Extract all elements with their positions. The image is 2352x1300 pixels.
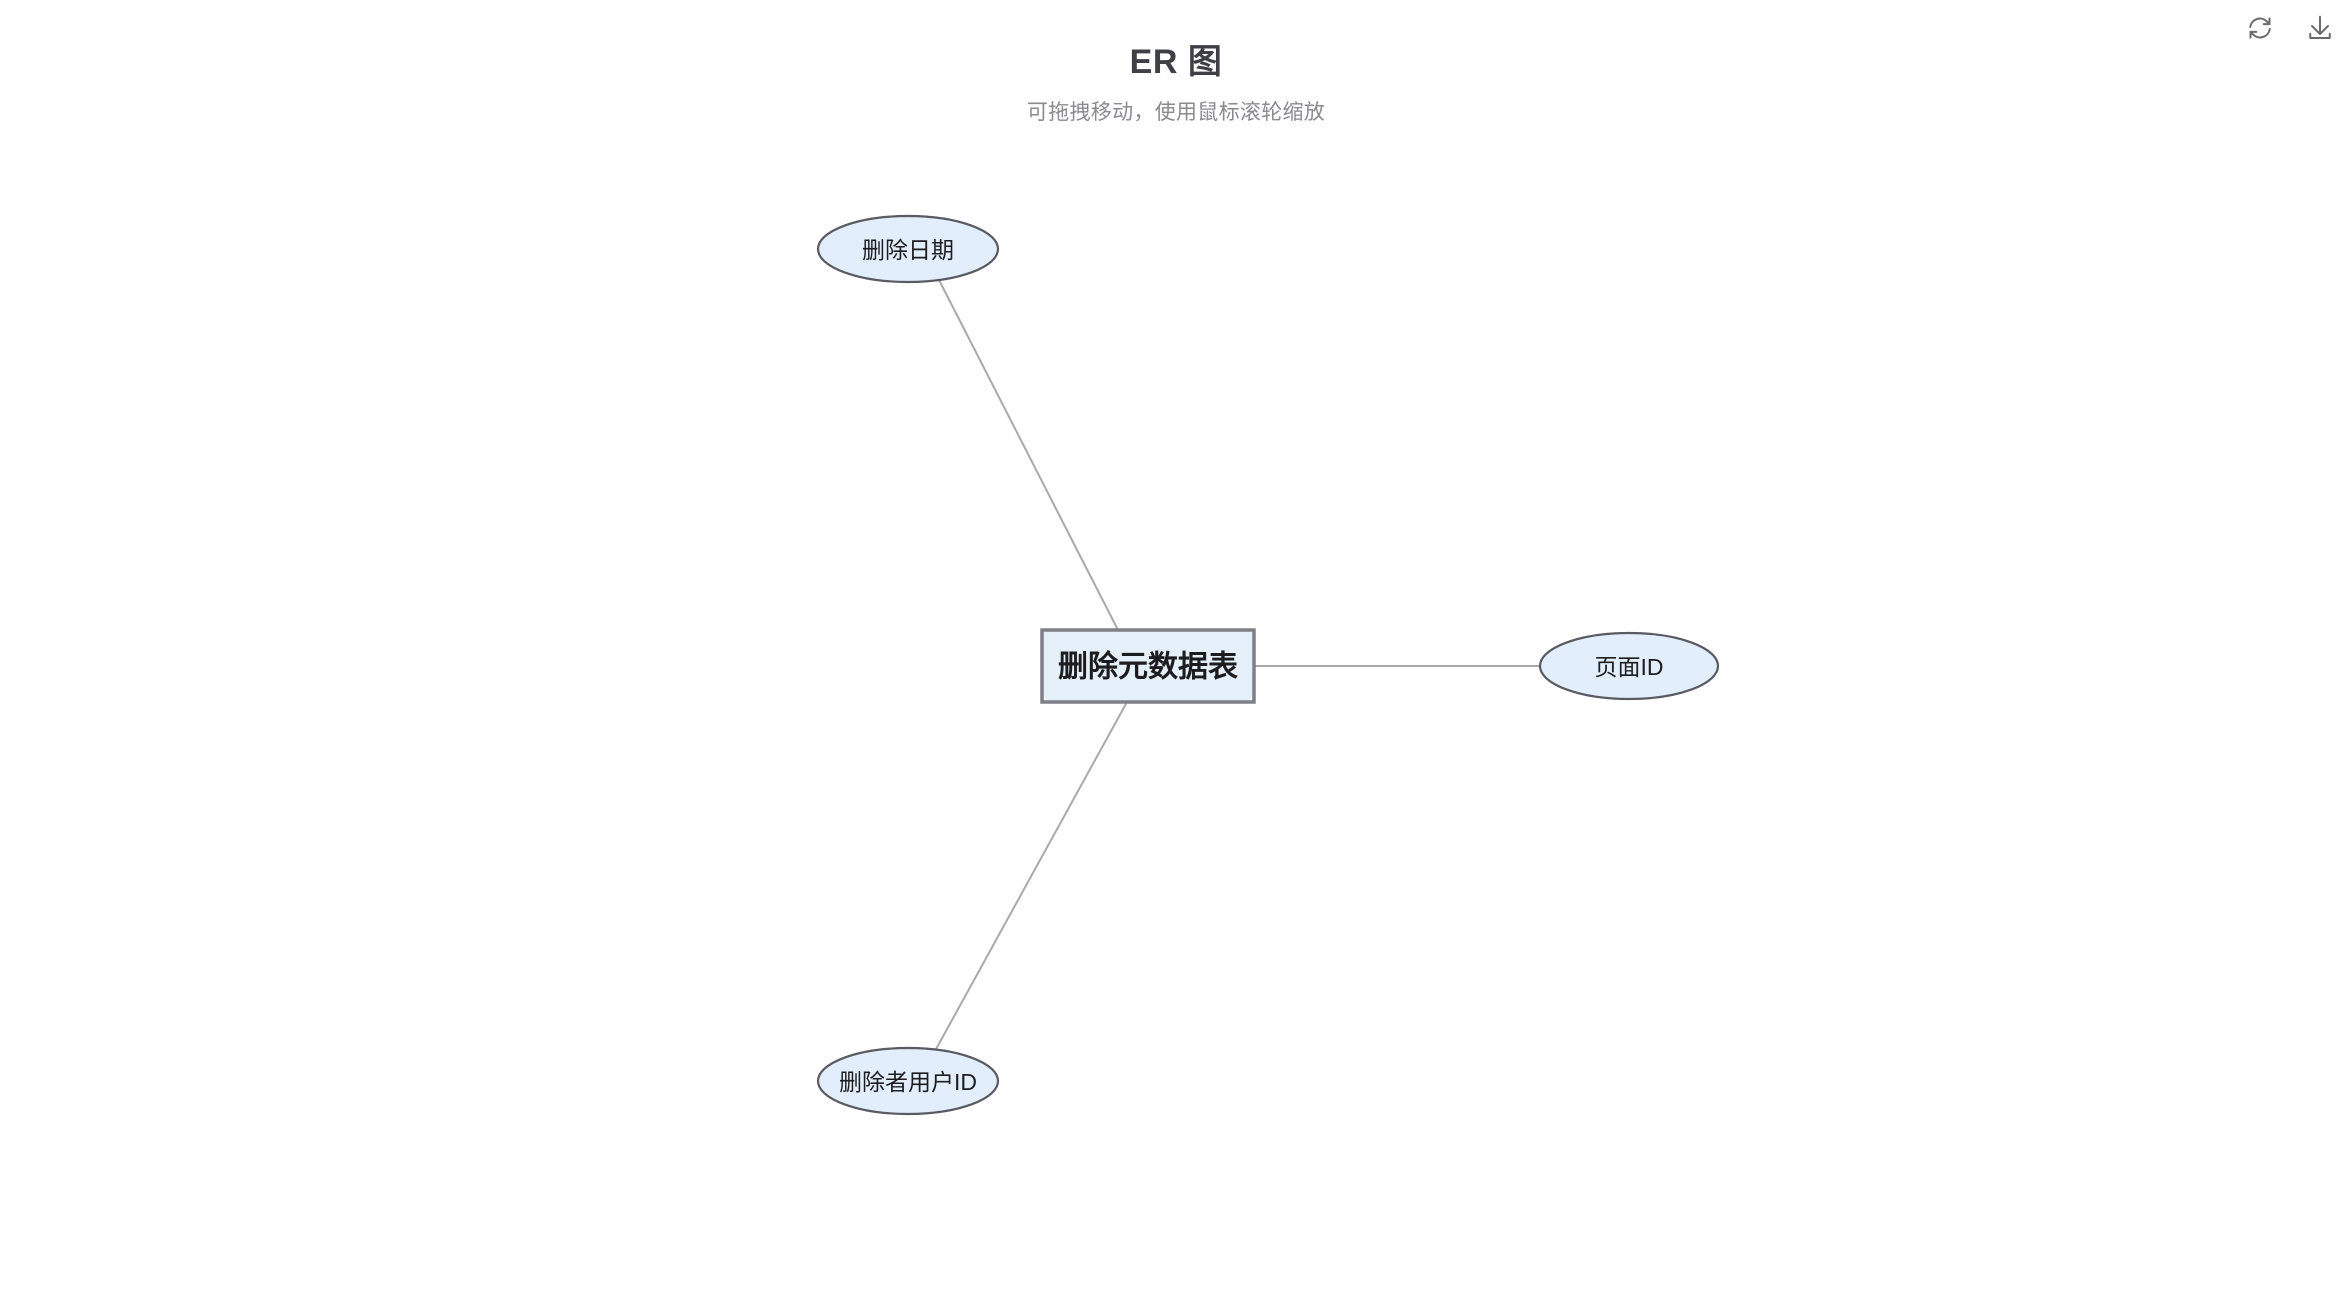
entity-node-main[interactable]: 删除元数据表 (1040, 628, 1256, 704)
nodes-layer: 删除日期 页面ID 删除者用户ID 删除元数据表 (816, 214, 1720, 1116)
attribute-node-deleter-user-id[interactable]: 删除者用户ID (816, 1046, 1000, 1116)
attribute-ellipse[interactable] (816, 214, 1000, 284)
attribute-ellipse[interactable] (816, 1046, 1000, 1116)
refresh-icon (2245, 13, 2275, 43)
download-icon (2305, 13, 2335, 43)
download-button[interactable] (2298, 6, 2342, 50)
edge-deleter-user-id (934, 701, 1128, 1052)
edges-layer (934, 277, 1540, 1052)
attribute-label: 删除者用户ID (839, 1069, 977, 1095)
entity-label: 删除元数据表 (1058, 650, 1238, 684)
attribute-label: 页面ID (1595, 654, 1664, 680)
entity-rect[interactable] (1040, 628, 1256, 704)
refresh-button[interactable] (2238, 6, 2282, 50)
edge-delete-date (937, 277, 1119, 631)
attribute-node-page-id[interactable]: 页面ID (1538, 631, 1720, 701)
attribute-label: 删除日期 (862, 237, 954, 263)
attribute-ellipse[interactable] (1538, 631, 1720, 701)
toolbar (2238, 6, 2342, 50)
attribute-node-delete-date[interactable]: 删除日期 (816, 214, 1000, 284)
